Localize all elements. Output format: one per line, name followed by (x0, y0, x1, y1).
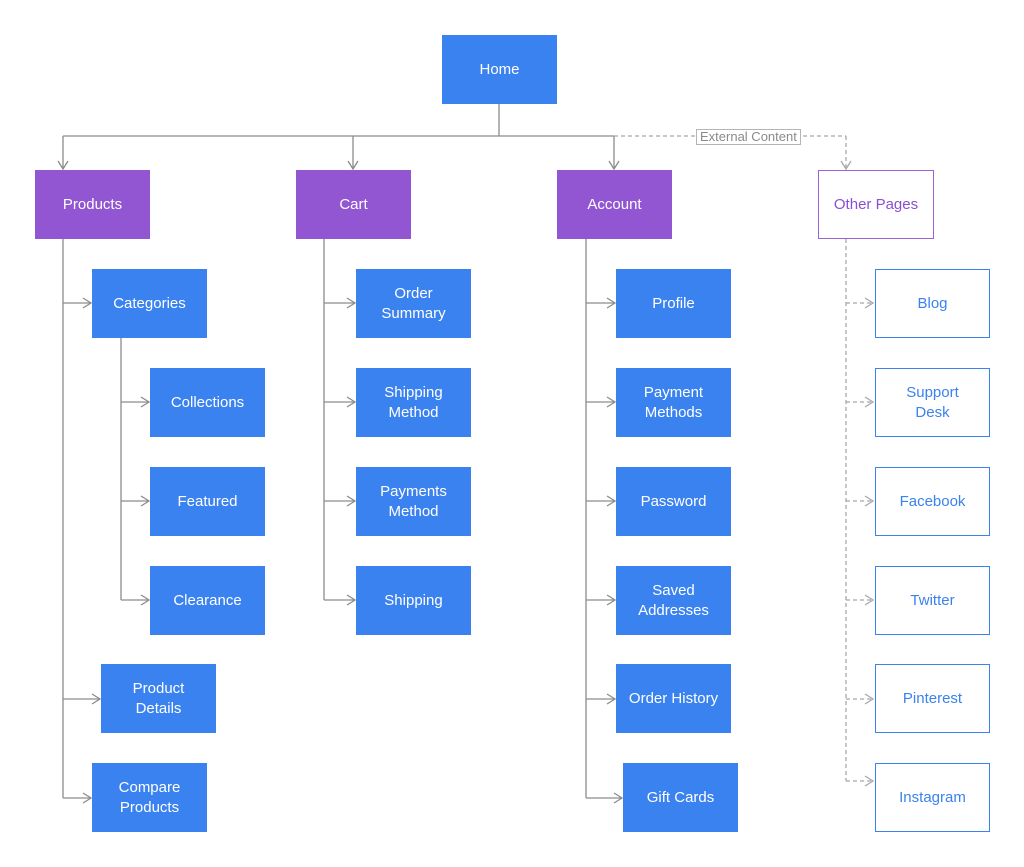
connector-account-arrow-2 (606, 495, 617, 507)
node-gift-cards[interactable]: Gift Cards (623, 763, 738, 832)
connector-categories-arrow-1 (140, 495, 151, 507)
connector-external-arrow (840, 160, 852, 171)
connector-categories-arrow-2 (140, 594, 151, 606)
connector-products-arrow-0 (82, 297, 93, 309)
node-pinterest[interactable]: Pinterest (875, 664, 990, 733)
node-order-summary[interactable]: Order Summary (356, 269, 471, 338)
external-content-label: External Content (696, 129, 801, 145)
node-twitter[interactable]: Twitter (875, 566, 990, 635)
connector-account-arrow-1 (606, 396, 617, 408)
node-other-pages[interactable]: Other Pages (818, 170, 934, 239)
node-password[interactable]: Password (616, 467, 731, 536)
node-order-history[interactable]: Order History (616, 664, 731, 733)
node-home[interactable]: Home (442, 35, 557, 104)
connector-other-arrow-2 (864, 495, 875, 507)
node-product-details[interactable]: Product Details (101, 664, 216, 733)
connector-products-arrow-1 (91, 693, 102, 705)
connector-other-arrow-0 (864, 297, 875, 309)
connector-drop-arrow-2 (608, 160, 620, 171)
connector-other-arrow-5 (864, 775, 875, 787)
node-featured[interactable]: Featured (150, 467, 265, 536)
node-categories[interactable]: Categories (92, 269, 207, 338)
node-clearance[interactable]: Clearance (150, 566, 265, 635)
connector-cart-arrow-2 (346, 495, 357, 507)
node-support-desk[interactable]: Support Desk (875, 368, 990, 437)
node-account[interactable]: Account (557, 170, 672, 239)
connector-drop-arrow-0 (57, 160, 69, 171)
node-payment-methods[interactable]: Payment Methods (616, 368, 731, 437)
node-compare-products[interactable]: Compare Products (92, 763, 207, 832)
connector-cart-arrow-3 (346, 594, 357, 606)
node-blog[interactable]: Blog (875, 269, 990, 338)
node-cart[interactable]: Cart (296, 170, 411, 239)
connector-drop-arrow-1 (347, 160, 359, 171)
node-facebook[interactable]: Facebook (875, 467, 990, 536)
node-payments-method[interactable]: Payments Method (356, 467, 471, 536)
connector-account-arrow-4 (606, 693, 617, 705)
node-profile[interactable]: Profile (616, 269, 731, 338)
node-saved-addresses[interactable]: Saved Addresses (616, 566, 731, 635)
node-products[interactable]: Products (35, 170, 150, 239)
connector-products-arrow-2 (82, 792, 93, 804)
connector-cart-arrow-1 (346, 396, 357, 408)
node-shipping-method[interactable]: Shipping Method (356, 368, 471, 437)
node-shipping[interactable]: Shipping (356, 566, 471, 635)
connector-account-arrow-3 (606, 594, 617, 606)
connector-categories-arrow-0 (140, 396, 151, 408)
connector-other-arrow-4 (864, 693, 875, 705)
connector-other-arrow-3 (864, 594, 875, 606)
connector-account-arrow-0 (606, 297, 617, 309)
connector-cart-arrow-0 (346, 297, 357, 309)
connector-other-arrow-1 (864, 396, 875, 408)
connector-account-arrow-5 (613, 792, 624, 804)
node-collections[interactable]: Collections (150, 368, 265, 437)
node-instagram[interactable]: Instagram (875, 763, 990, 832)
